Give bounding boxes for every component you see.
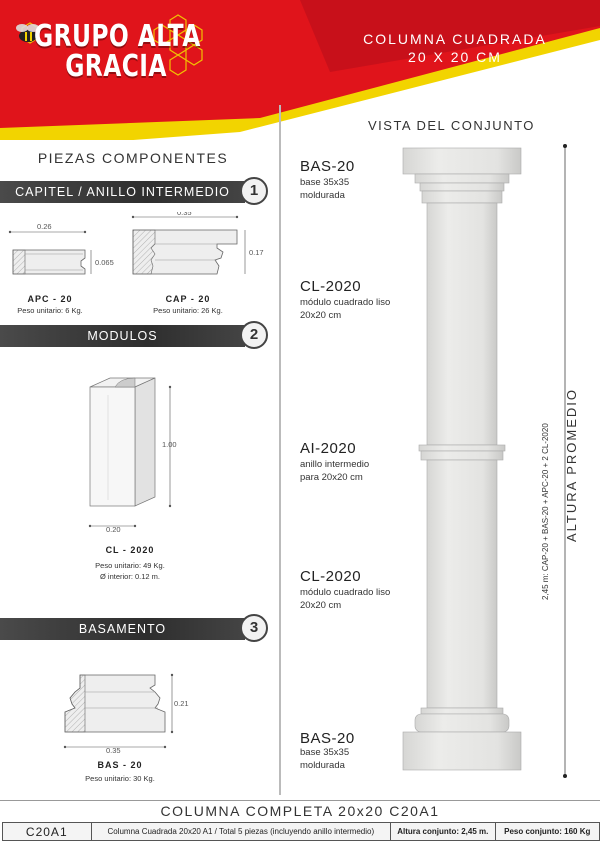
apc-20-drawing: 0.26 0.065 <box>8 222 114 275</box>
cap-20-code: CAP - 20 <box>165 294 211 304</box>
honeycomb-pattern <box>21 14 203 76</box>
bas-20-drawing: 0.21 0.35 <box>63 673 189 755</box>
label-bas-20-top-code: BAS-20 <box>300 158 355 175</box>
cap-dim-width: 0.35 <box>177 212 192 217</box>
label-cl-2020-upper-desc: módulo cuadrado liso 20x20 cm <box>300 297 391 321</box>
label-cl-2020-lower-desc: módulo cuadrado liso 20x20 cm <box>300 587 391 611</box>
label-bas-20-bottom-desc: base 35x35 moldurada <box>300 747 350 771</box>
bas-dim-width: 0.35 <box>106 746 121 755</box>
cl-2020-drawing: 1.00 0.20 <box>88 377 177 534</box>
cl-2020-weight: Peso unitario: 49 Kg. <box>95 561 165 570</box>
apc-dim-height: 0.065 <box>95 258 114 267</box>
cl-2020-code: CL - 2020 <box>105 545 155 555</box>
label-cl-2020-upper-code: CL-2020 <box>300 278 362 295</box>
apc-20-code: APC - 20 <box>27 294 73 304</box>
label-ai-2020-desc: anillo intermedio para 20x20 cm <box>300 459 370 483</box>
bas-20-weight: Peso unitario: 30 Kg. <box>85 774 155 783</box>
bee-logo-icon <box>16 24 39 42</box>
label-bas-20-top-desc: base 35x35 moldurada <box>300 177 350 201</box>
capitel-drawings: 0.26 0.065 0.35 0.17 <box>8 212 264 275</box>
cap-dim-height: 0.17 <box>249 248 264 257</box>
apc-dim-width: 0.26 <box>37 222 52 231</box>
brand-line-1: GRUPO ALTA <box>34 19 201 54</box>
left-panel-heading: PIEZAS COMPONENTES <box>37 150 229 166</box>
section-number-3: 3 <box>240 614 268 642</box>
page-title-line-1: COLUMNA CUADRADA <box>363 31 547 47</box>
footer-height: Altura conjunto: 2,45 m. <box>391 823 496 840</box>
footer-code: C20A1 <box>3 823 92 840</box>
brand-line-2: GRACIA <box>65 49 167 84</box>
bas-dim-height: 0.21 <box>174 699 189 708</box>
brand-logo-text: GRUPO ALTA GRACIA <box>34 22 201 82</box>
label-ai-2020-code: AI-2020 <box>300 440 357 457</box>
section-bar-basamento: BASAMENTO <box>0 618 245 640</box>
footer-weight: Peso conjunto: 160 Kg <box>504 827 591 836</box>
bas-20-code: BAS - 20 <box>97 760 143 770</box>
footer-description: Columna Cuadrada 20x20 A1 / Total 5 piez… <box>92 823 392 840</box>
cap-20-weight: Peso unitario: 26 Kg. <box>153 306 223 315</box>
label-cl-2020-lower-code: CL-2020 <box>300 568 362 585</box>
cl-2020-inner-diameter: Ø interior: 0.12 m. <box>99 572 161 581</box>
apc-20-weight: Peso unitario: 6 Kg. <box>17 306 83 315</box>
cl-dim-width: 0.20 <box>106 525 121 534</box>
section-number-2: 2 <box>240 321 268 349</box>
column-assembly-drawing <box>402 147 522 771</box>
label-bas-20-bottom-code: BAS-20 <box>300 730 355 747</box>
height-dimension-line <box>563 144 567 778</box>
footer-title: COLUMNA COMPLETA 20x20 C20A1 <box>160 803 440 819</box>
height-formula: 2,45 m: CAP-20 + BAS-20 + APC-20 + 2 CL-… <box>541 423 550 600</box>
right-panel-heading: VISTA DEL CONJUNTO <box>368 118 535 133</box>
section-bar-capitel: CAPITEL / ANILLO INTERMEDIO <box>0 181 245 203</box>
page-title-line-2: 20 X 20 CM <box>408 49 502 65</box>
footer-rule <box>0 800 600 801</box>
page-title: COLUMNA CUADRADA 20 X 20 CM <box>330 30 580 66</box>
section-bar-modulos: MODULOS <box>0 325 245 347</box>
footer-summary-table: C20A1 Columna Cuadrada 20x20 A1 / Total … <box>2 822 600 841</box>
header-banner <box>0 0 600 140</box>
cl-dim-height: 1.00 <box>162 440 177 449</box>
column-divider <box>279 105 281 795</box>
cap-20-drawing: 0.35 0.17 <box>131 212 264 275</box>
section-number-1: 1 <box>240 177 268 205</box>
height-label: ALTURA PROMEDIO <box>564 387 579 542</box>
